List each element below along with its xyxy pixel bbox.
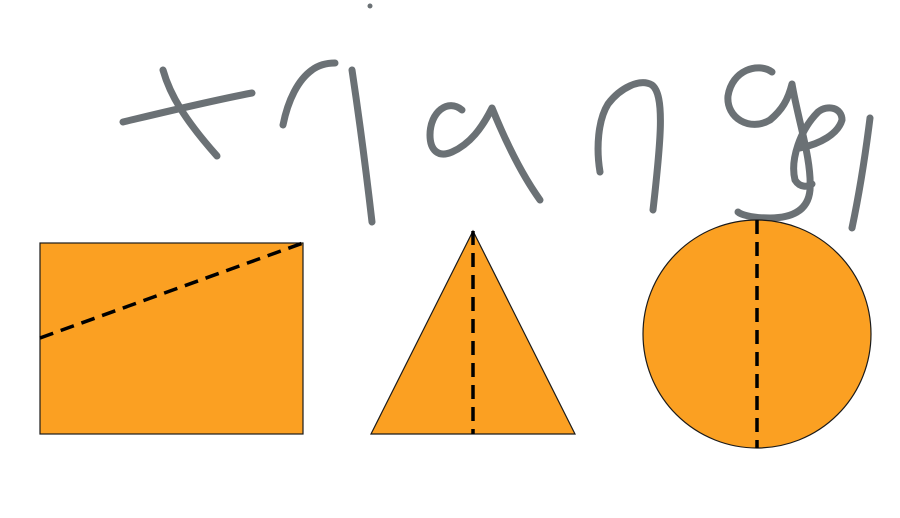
handwritten-word — [119, 3, 874, 232]
ink-letter-a — [426, 102, 544, 204]
ink-letter-n — [594, 79, 664, 214]
ink-letter-r — [279, 59, 339, 129]
ink-letter-e — [790, 104, 846, 190]
rectangle-cut-line — [39, 241, 304, 340]
rectangle-body — [39, 242, 304, 435]
triangle-shape — [370, 229, 576, 435]
ink-letter-l — [848, 114, 874, 232]
ink-dot — [367, 3, 373, 9]
rectangle-shape — [39, 241, 304, 435]
circle-shape — [642, 219, 872, 449]
ink-letter-g — [724, 64, 814, 222]
ink-letter-i — [348, 66, 376, 226]
ink-letter-t-bar — [119, 89, 256, 126]
